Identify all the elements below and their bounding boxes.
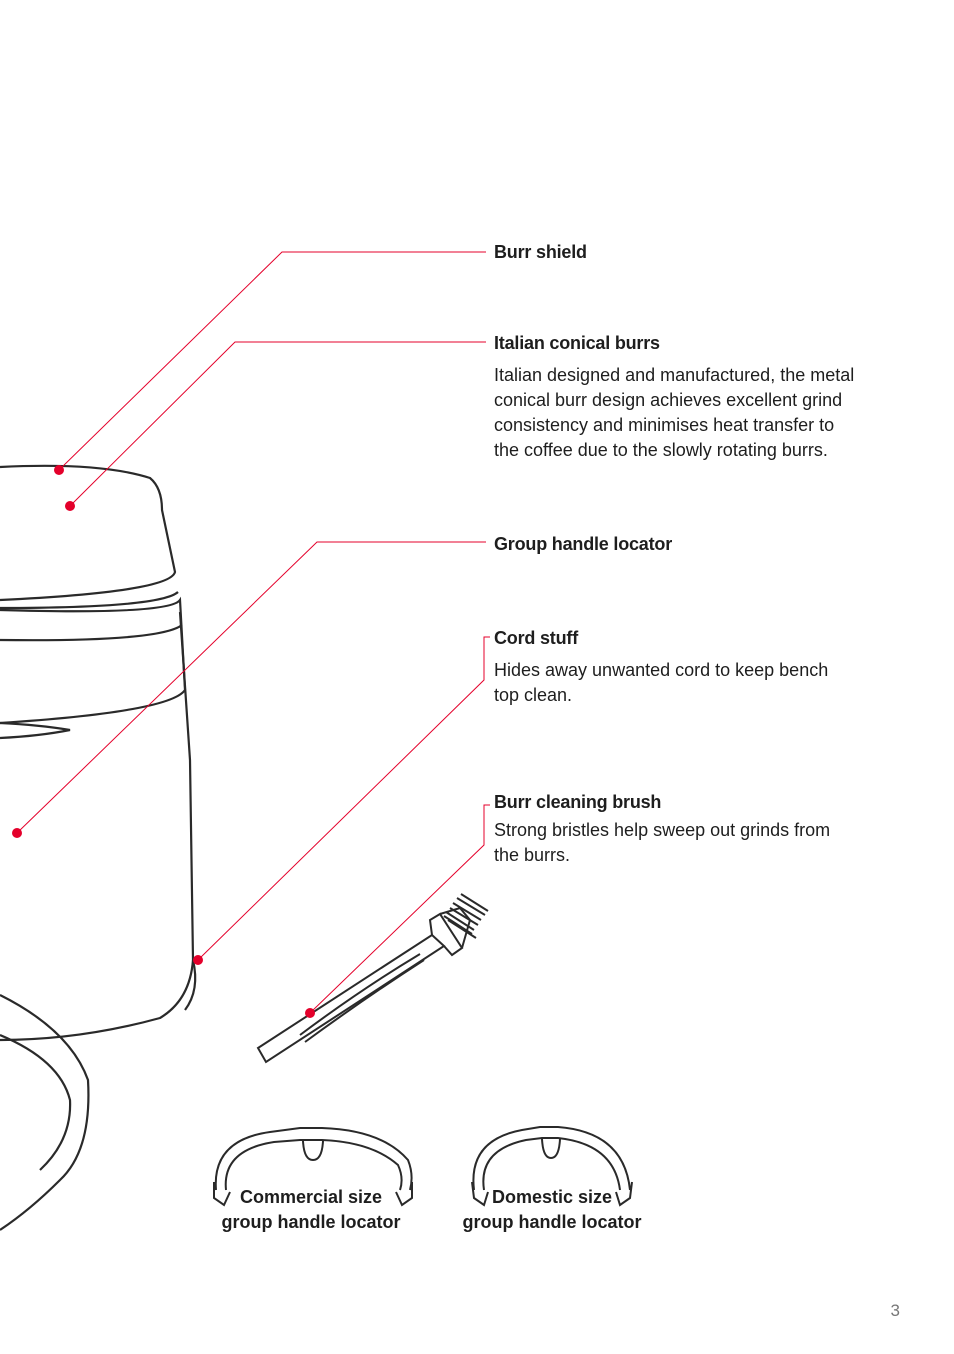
domestic-locator-drawing — [471, 1126, 633, 1207]
page-number: 3 — [890, 1301, 900, 1320]
leader-burr-shield — [58, 251, 486, 471]
callout-line: Hides away unwanted cord to keep bench — [494, 660, 829, 680]
callout-line: the coffee due to the slowly rotating bu… — [494, 440, 828, 460]
caption-line: Domestic size — [491, 1187, 613, 1207]
callout-cord-stuff: Cord stuff Hides away unwanted cord to k… — [494, 627, 904, 708]
callout-conical-burrs: Italian conical burrs Italian designed a… — [494, 332, 904, 463]
callout-line: conical burr design achieves excellent g… — [494, 390, 843, 410]
leader-dots — [12, 465, 315, 1018]
callout-line: Italian designed and manufactured, the m… — [494, 365, 855, 385]
leader-conical-burrs — [69, 341, 486, 507]
callout-line: top clean. — [494, 685, 573, 705]
dot-conical-burrs — [65, 501, 75, 511]
leader-group-locator — [16, 541, 486, 834]
callout-burr-shield: Burr shield — [494, 241, 904, 263]
callout-group-locator: Group handle locator — [494, 533, 904, 555]
caption-domestic: Domestic size group handle locator — [442, 1185, 662, 1235]
caption-line: group handle locator — [221, 1212, 401, 1232]
dot-cord-stuff — [193, 955, 203, 965]
callout-line: Strong bristles help sweep out grinds fr… — [494, 820, 831, 840]
callout-title: Group handle locator — [494, 534, 673, 554]
caption-line: Commercial size — [239, 1187, 383, 1207]
commercial-locator-drawing — [213, 1127, 413, 1207]
dot-brush — [305, 1008, 315, 1018]
caption-line: group handle locator — [462, 1212, 642, 1232]
leader-lines — [16, 251, 490, 1014]
brush-drawing — [256, 893, 489, 1064]
callout-title: Burr cleaning brush — [494, 792, 662, 812]
callout-line: consistency and minimises heat transfer … — [494, 415, 835, 435]
callout-title: Italian conical burrs — [494, 333, 660, 353]
callout-line: the burrs. — [494, 845, 571, 865]
dot-burr-shield — [54, 465, 64, 475]
dot-group-locator — [12, 828, 22, 838]
leader-cord-stuff — [197, 636, 490, 961]
leader-brush — [309, 804, 490, 1014]
callout-title: Cord stuff — [494, 628, 578, 648]
caption-commercial: Commercial size group handle locator — [201, 1185, 421, 1235]
grinder-drawing — [0, 464, 197, 1231]
callout-title: Burr shield — [494, 242, 587, 262]
callout-brush: Burr cleaning brush Strong bristles help… — [494, 791, 904, 868]
